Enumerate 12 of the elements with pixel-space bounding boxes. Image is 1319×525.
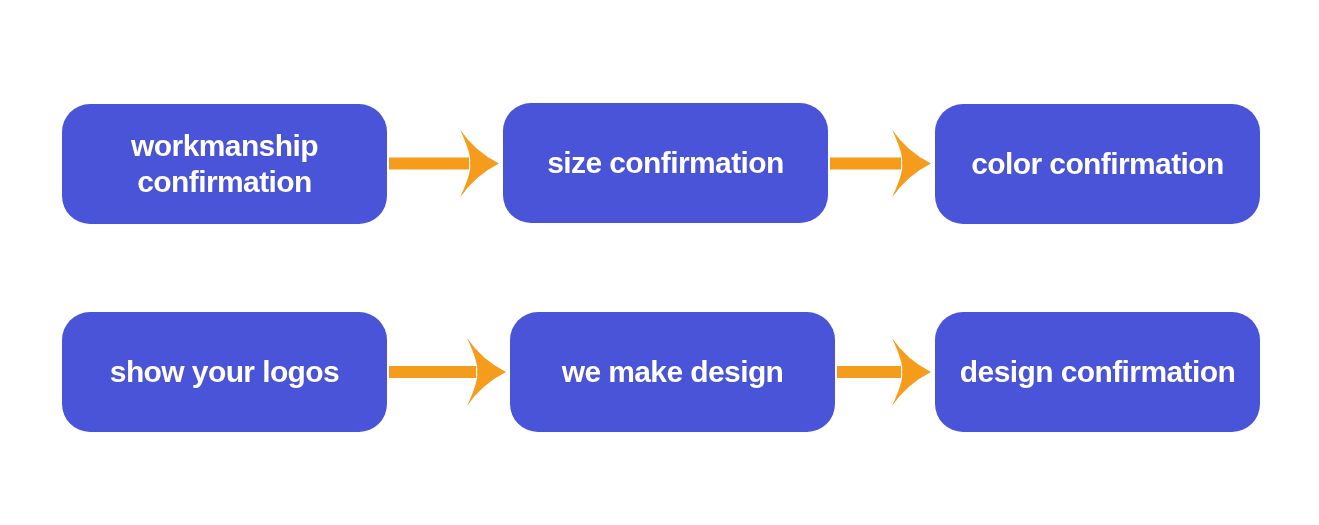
step-label: color confirmation [971, 146, 1224, 182]
process-box [62, 104, 387, 224]
step-label: show your logos [109, 354, 340, 390]
process-box [510, 312, 835, 432]
step-label: size confirmation [547, 145, 784, 181]
step-label: we make design [561, 354, 784, 390]
process-box [935, 312, 1260, 432]
process-box [62, 312, 387, 432]
step-label: workmanship confirmation [130, 128, 319, 200]
step-label: design confirmation [959, 354, 1236, 390]
process-box [503, 103, 828, 223]
process-box [935, 104, 1260, 224]
